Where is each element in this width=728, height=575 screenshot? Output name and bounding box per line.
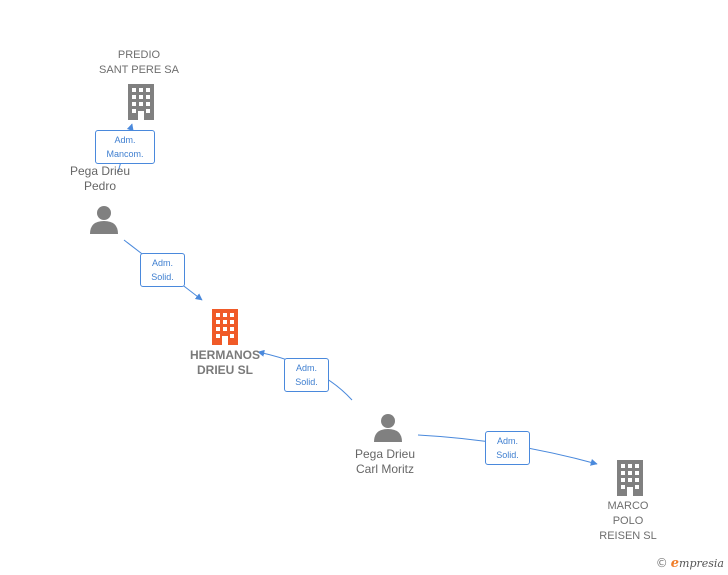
node-label-pega-carl: Pega Drieu Carl Moritz [354,447,416,476]
brand-initial: e [670,556,680,571]
person-icon[interactable] [373,412,403,442]
building-icon-main[interactable] [210,309,240,345]
edge-tag-pedro-hermanos[interactable]: Adm. Solid. [140,253,185,287]
node-label-predio: PREDIO SANT PERE SA [99,49,179,76]
copyright-symbol: © [655,556,668,570]
building-icon[interactable] [126,84,156,120]
node-label-marco: MARCO POLO REISEN SL [599,500,657,542]
person-icon[interactable] [89,204,119,234]
edge-tag-carl-hermanos[interactable]: Adm. Solid. [284,358,329,392]
brand-name: mpresia [679,557,724,570]
node-label-pega-pedro: Pega Drieu Pedro [69,164,131,193]
edge-tag-pedro-predio[interactable]: Adm. Mancom. [95,130,155,164]
empresia-logo[interactable]: ©empresia [656,556,724,571]
building-icon[interactable] [615,460,645,496]
edge-tag-carl-marco[interactable]: Adm. Solid. [485,431,530,465]
node-label-hermanos: HERMANOS DRIEU SL [189,348,260,377]
